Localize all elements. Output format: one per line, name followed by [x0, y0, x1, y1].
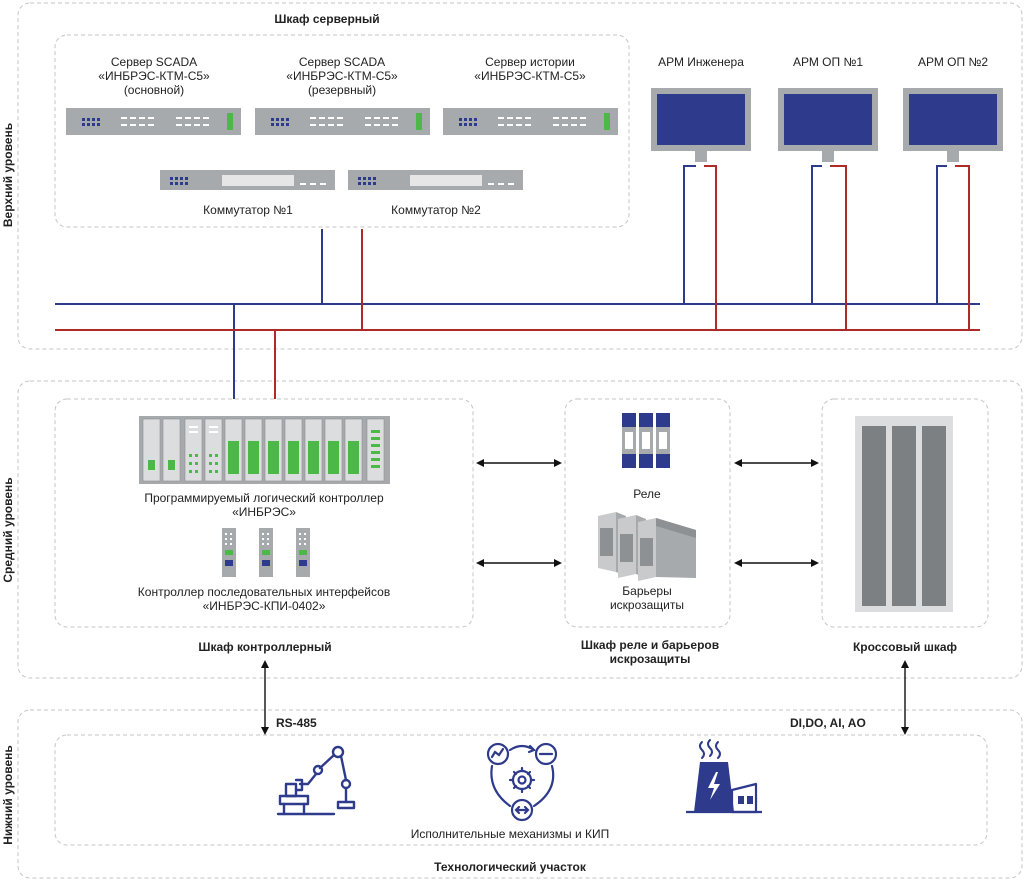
level-label-lower: Нижний уровень — [1, 745, 15, 845]
signals-label: DI,DO, AI, AO — [790, 716, 866, 730]
cross-cabinet-panel — [855, 416, 953, 612]
server-scada-main — [66, 108, 241, 135]
process-cycle-icon — [486, 742, 558, 822]
relay-label: Реле — [633, 487, 661, 501]
lower-level-frame — [17, 709, 1023, 879]
network-blue — [55, 165, 980, 399]
kpi-label: Контроллер последовательных интерфейсов«… — [137, 585, 391, 613]
kpi-module-2 — [259, 528, 273, 577]
arm-op2-label: АРМ ОП №2 — [917, 55, 989, 69]
network-red — [55, 165, 980, 399]
cross-cabinet-title: Кроссовый шкаф — [852, 640, 958, 654]
plc-label: Программируемый логический контроллер«ИН… — [144, 491, 384, 519]
plc-rack — [139, 416, 390, 484]
controller-cabinet-title: Шкаф контроллерный — [198, 640, 332, 654]
link-arrows — [261, 459, 909, 735]
power-plant-icon — [686, 739, 762, 814]
rs485-label: RS-485 — [276, 716, 317, 730]
switch1-label: Коммутатор №1 — [203, 203, 293, 217]
level-label-upper: Верхний уровень — [1, 122, 15, 228]
relay-cabinet-frame — [564, 398, 731, 628]
cross-cabinet-frame — [821, 398, 989, 628]
field-frame — [54, 734, 988, 846]
server-scada-reserve — [255, 108, 430, 135]
field-title: Технологический участок — [434, 860, 586, 874]
equipment-label: Исполнительные механизмы и КИП — [410, 827, 610, 841]
controller-cabinet-frame — [54, 398, 474, 628]
switch2-label: Коммутатор №2 — [391, 203, 481, 217]
monitor-arm-engineer — [651, 88, 751, 162]
monitor-arm-op2 — [903, 88, 1003, 162]
middle-level-frame — [17, 380, 1023, 679]
server-cabinet-frame — [54, 34, 630, 228]
server-cabinet-title: Шкаф серверный — [274, 12, 380, 26]
kpi-module-3 — [296, 528, 310, 577]
server-history — [443, 108, 618, 135]
server3-label: Сервер истории«ИНБРЭС-КТМ-С5» — [474, 55, 586, 83]
server2-label: Сервер SCADA«ИНБРЭС-КТМ-С5»(резервный) — [286, 55, 398, 97]
relay-block — [622, 413, 670, 468]
switch-1 — [160, 170, 335, 190]
server1-label: Сервер SCADA«ИНБРЭС-КТМ-С5»(основной) — [98, 55, 210, 97]
kpi-module-1 — [222, 528, 236, 577]
arm-engineer-label: АРМ Инженера — [658, 55, 744, 69]
arm-op1-label: АРМ ОП №1 — [792, 55, 864, 69]
robot-arm-icon — [276, 745, 356, 816]
switch-2 — [348, 170, 523, 190]
level-label-middle: Средний уровень — [1, 477, 15, 583]
barrier-block — [598, 512, 696, 581]
monitor-arm-op1 — [778, 88, 878, 162]
upper-level-frame — [17, 2, 1023, 350]
